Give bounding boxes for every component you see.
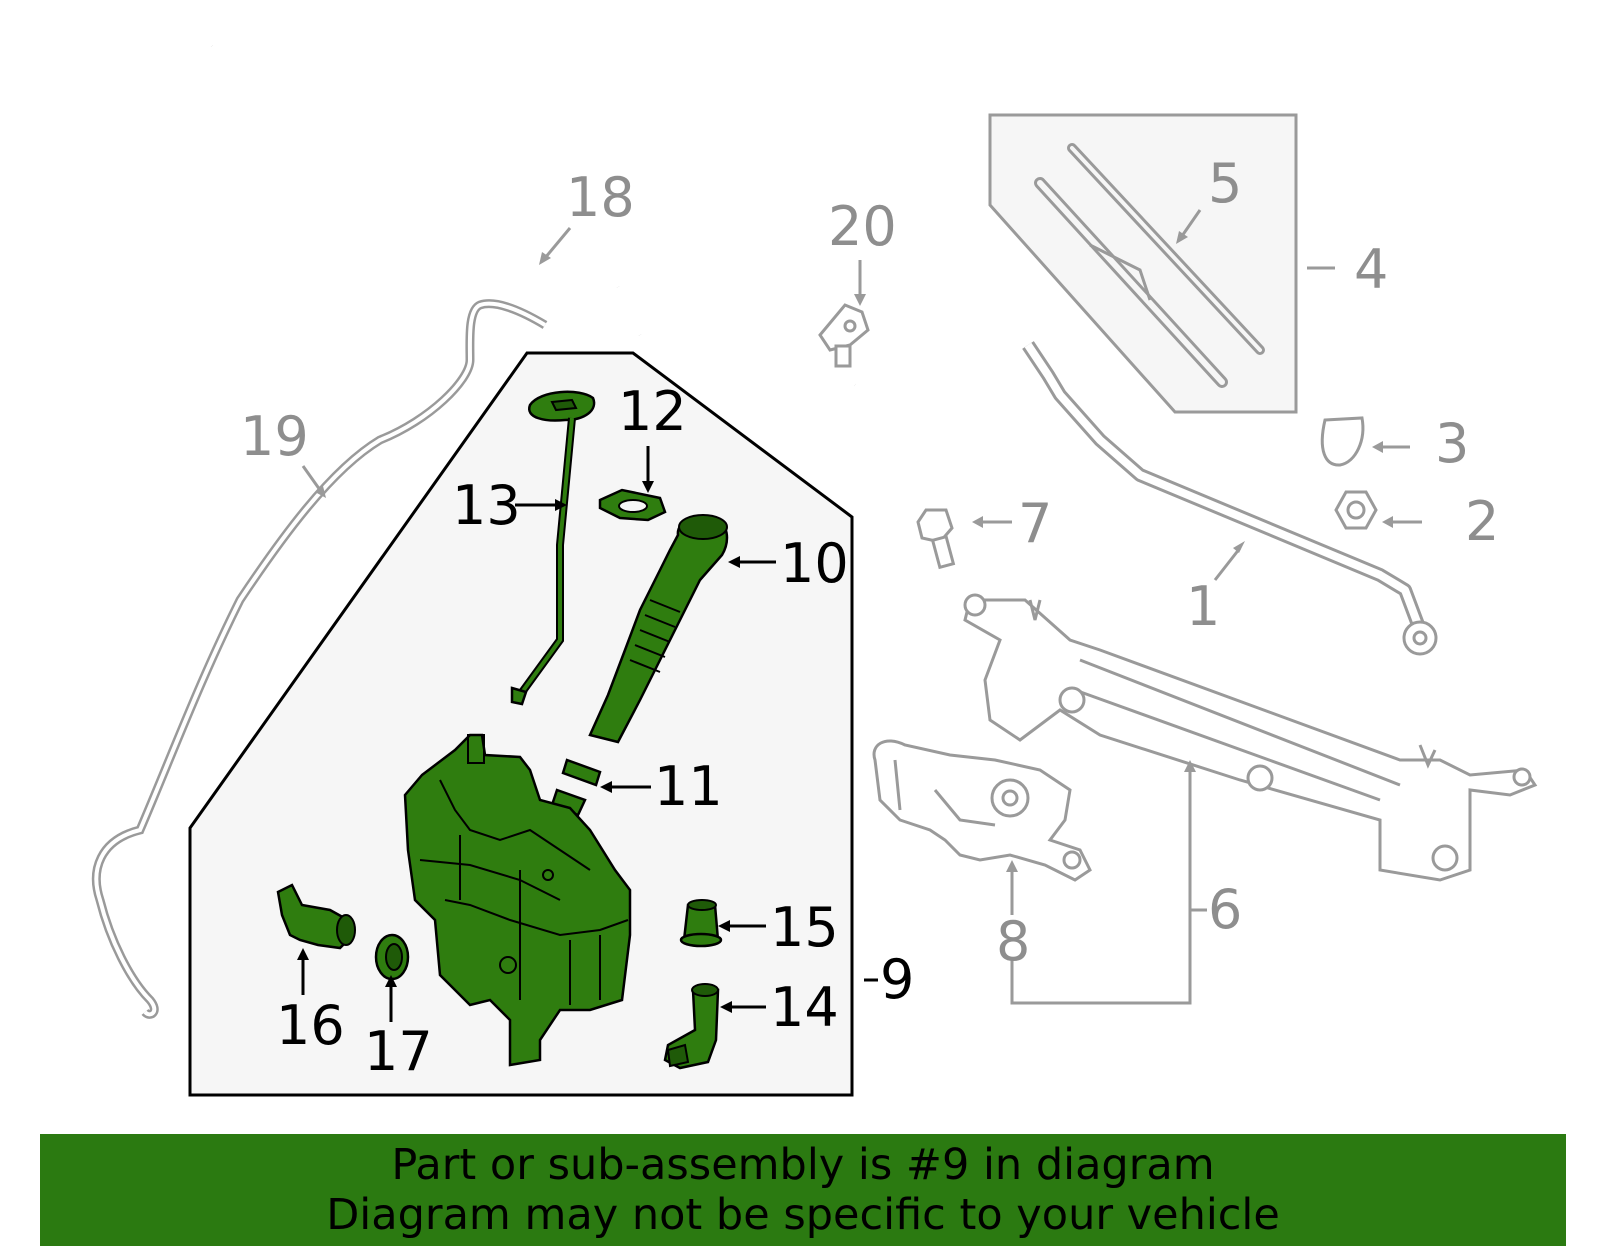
filler-neck-10 <box>588 514 729 744</box>
washer-nozzle-20 <box>818 303 870 368</box>
callout-15: 15 <box>770 896 839 959</box>
callout-5: 5 <box>1208 152 1242 215</box>
pivot-cap-3 <box>1320 416 1365 467</box>
banner-line-1: Part or sub-assembly is #9 in diagram <box>391 1140 1215 1190</box>
group-panel-4 <box>988 113 1298 414</box>
level-sensor-16 <box>276 883 356 950</box>
callout-18: 18 <box>566 166 635 229</box>
callout-17: 17 <box>364 1020 433 1083</box>
callout-3: 3 <box>1435 412 1469 475</box>
callout-8: 8 <box>996 910 1030 973</box>
bracket-12 <box>598 488 667 522</box>
callout-19: 19 <box>240 405 309 468</box>
grommet-17 <box>374 933 410 981</box>
callout-4: 4 <box>1354 238 1388 301</box>
washer-hose-18 <box>210 44 865 413</box>
bolt-7 <box>916 508 956 570</box>
callout-12: 12 <box>618 380 687 443</box>
callout-11: 11 <box>654 755 723 818</box>
washer-hose-19 <box>91 299 548 1019</box>
pivot-nut-2 <box>1334 490 1378 530</box>
level-gauge-13 <box>510 390 596 706</box>
callout-14: 14 <box>770 976 839 1039</box>
callout-10: 10 <box>780 532 849 595</box>
washer-reservoir-9 <box>403 733 632 1067</box>
wiper-motor-8 <box>872 739 1092 882</box>
seal-11 <box>550 758 602 817</box>
callout-16: 16 <box>276 994 345 1057</box>
callout-20: 20 <box>828 195 897 258</box>
washer-pump-14 <box>663 983 720 1070</box>
wiper-arm-1 <box>1022 341 1438 656</box>
callout-13: 13 <box>452 474 521 537</box>
wiper-blade-5 <box>1034 143 1265 388</box>
callout-7: 7 <box>1018 492 1052 555</box>
callout-6: 6 <box>1208 878 1242 941</box>
leader-lines <box>297 209 1422 1022</box>
info-banner: Part or sub-assembly is #9 in diagram Di… <box>40 1134 1566 1246</box>
callout-1: 1 <box>1186 575 1220 638</box>
callout-9: 9 <box>880 948 914 1011</box>
callout-2: 2 <box>1465 490 1499 553</box>
wiper-linkage-6 <box>963 593 1538 882</box>
grommet-15 <box>679 899 723 948</box>
banner-line-2: Diagram may not be specific to your vehi… <box>326 1190 1280 1240</box>
